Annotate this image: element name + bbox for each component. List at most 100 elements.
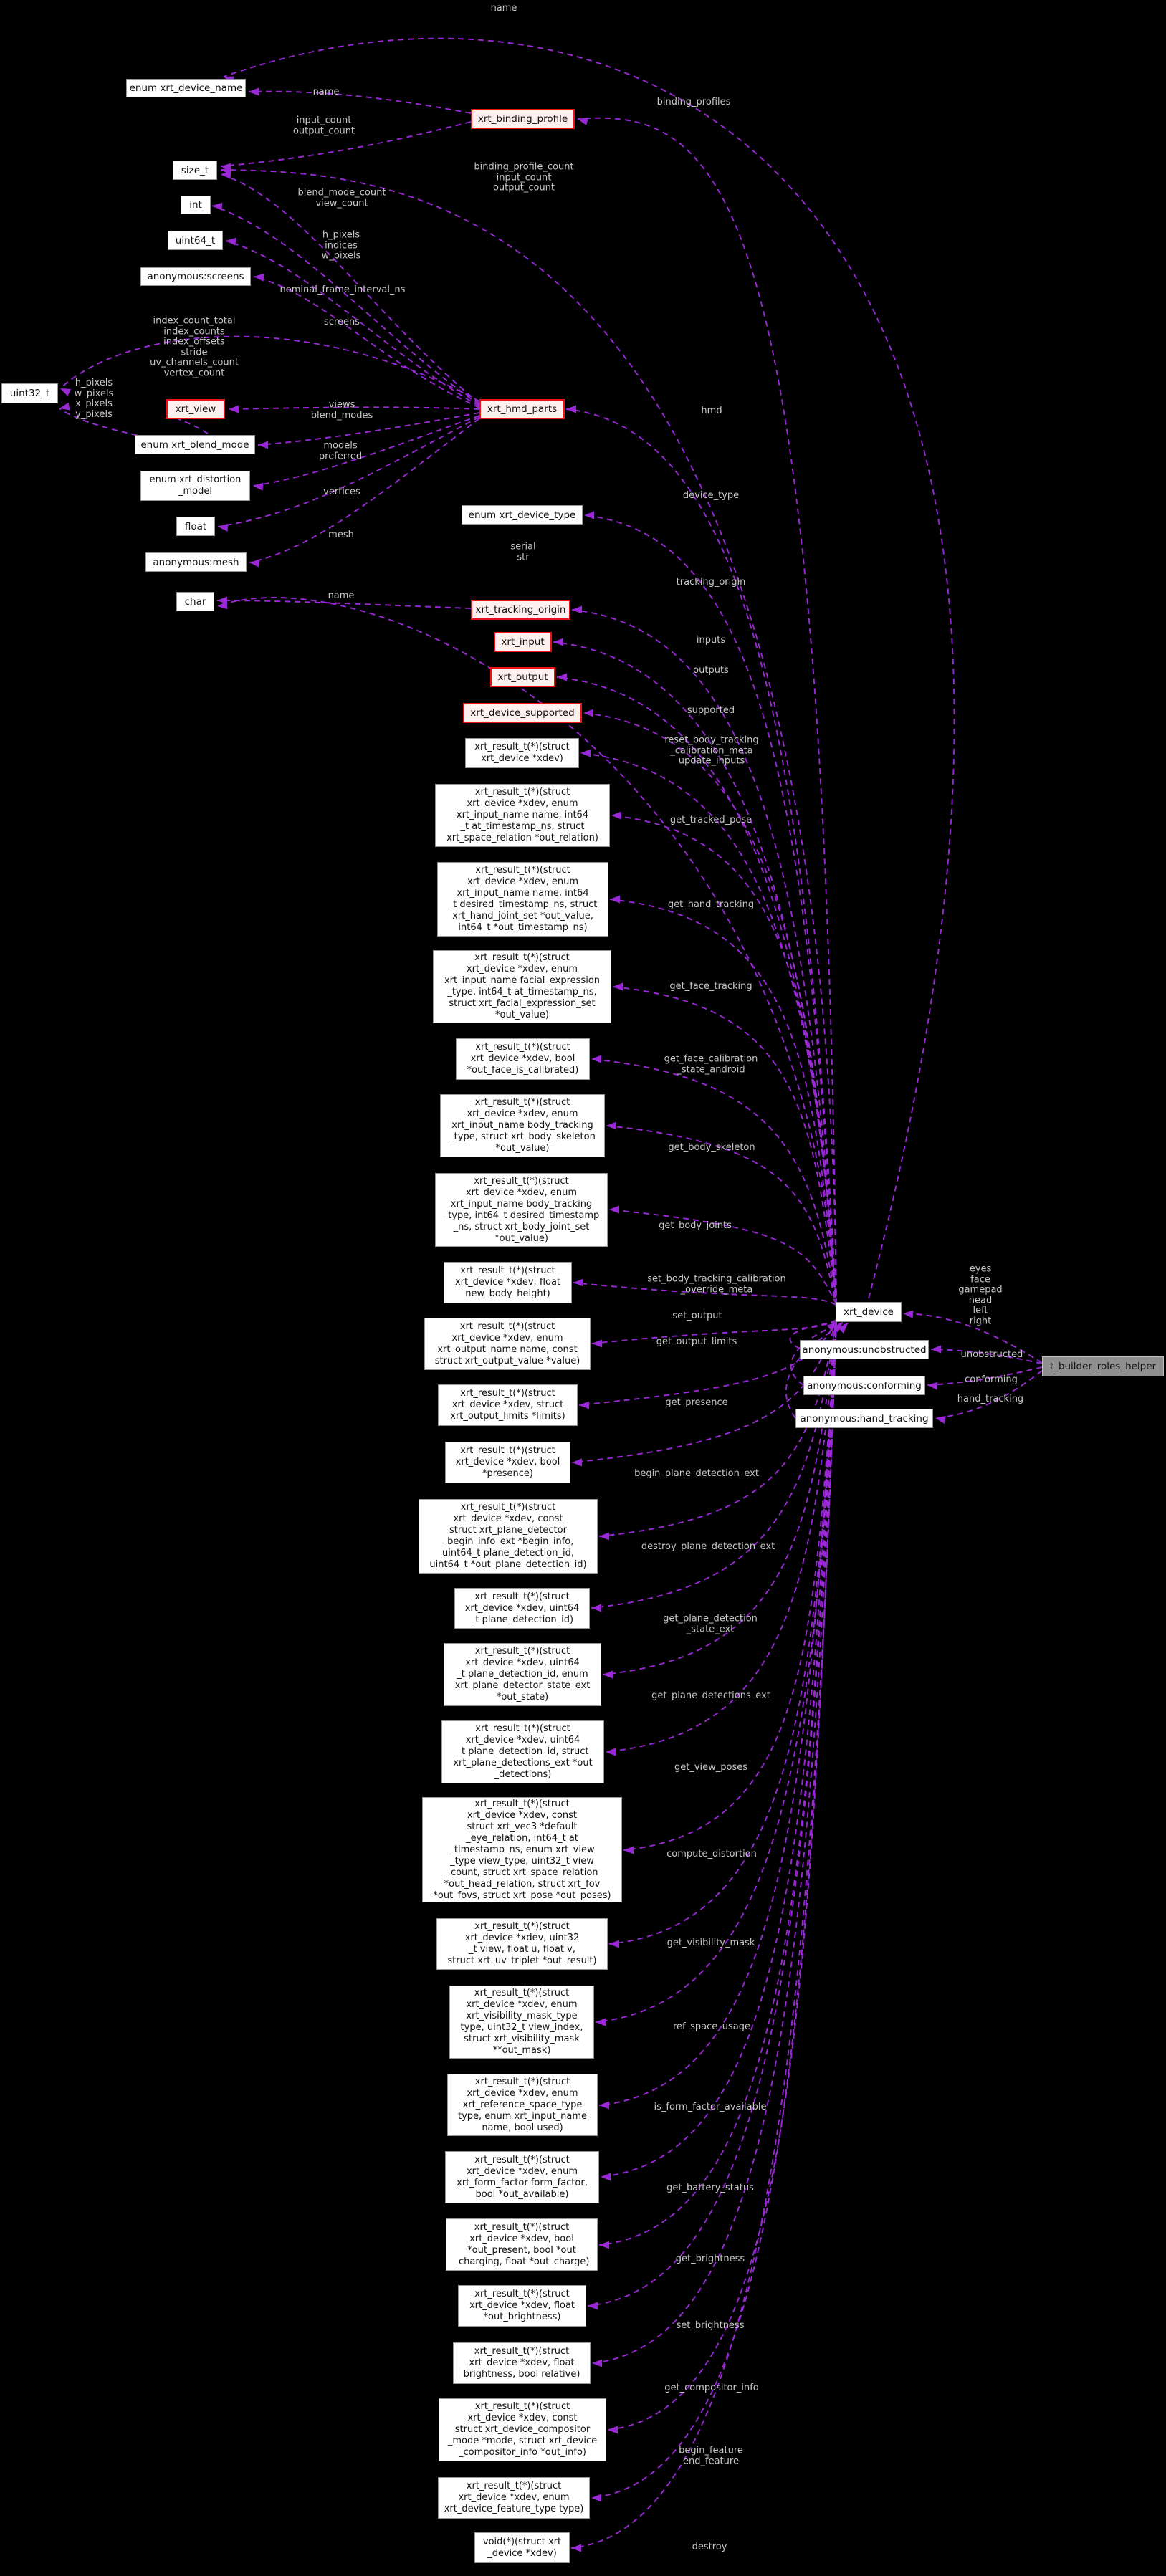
node-xrt_tracking_origin[interactable]: xrt_tracking_origin (471, 600, 570, 620)
node-xrt_binding_profile[interactable]: xrt_binding_profile (471, 109, 575, 129)
edge-arrowhead (583, 709, 593, 717)
node-anonymous_conforming[interactable]: anonymous:conforming (803, 1376, 925, 1395)
node-fn_get_visibility_mask[interactable]: xrt_result_t(*)(struct xrt_device *xdev,… (449, 1986, 594, 2059)
node-uint64_t[interactable]: uint64_t (168, 231, 223, 250)
edge-arrowhead (609, 1205, 619, 1214)
edge-label-blend_view_count: blend_mode_count view_count (297, 187, 386, 209)
node-anonymous_hand_tracking[interactable]: anonymous:hand_tracking (795, 1409, 933, 1428)
edge-label-screens: screens (324, 316, 360, 327)
node-fn_get_plane_detection_state[interactable]: xrt_result_t(*)(struct xrt_device *xdev,… (444, 1643, 601, 1706)
node-uint32_t[interactable]: uint32_t (1, 383, 58, 403)
edge-path (573, 1282, 837, 1306)
node-anonymous_unobstructed[interactable]: anonymous:unobstructed (800, 1340, 929, 1359)
node-fn_get_hand_tracking[interactable]: xrt_result_t(*)(struct xrt_device *xdev,… (437, 862, 608, 937)
node-fn_set_body_height[interactable]: xrt_result_t(*)(struct xrt_device *xdev,… (444, 1262, 572, 1303)
edge-label-tracking_origin: tracking_origin (676, 576, 746, 588)
node-char[interactable]: char (176, 592, 214, 611)
edge-label-get_compositor: get_compositor_info (664, 2382, 759, 2393)
edge-path (216, 597, 837, 1308)
node-fn_begin_plane_detection[interactable]: xrt_result_t(*)(struct xrt_device *xdev,… (419, 1499, 598, 1574)
edge-arrowhead (218, 523, 229, 532)
edge-label-conforming: conforming (965, 1374, 1018, 1385)
edge-path (927, 1366, 1043, 1386)
edge-path (609, 899, 837, 1306)
node-fn_set_output[interactable]: xrt_result_t(*)(struct xrt_device *xdev,… (424, 1318, 591, 1370)
edge-arrowhead (903, 1310, 914, 1318)
node-fn_get_battery_status[interactable]: xrt_result_t(*)(struct xrt_device *xdev,… (446, 2218, 598, 2271)
node-t_builder_roles_helper[interactable]: t_builder_roles_helper (1042, 1356, 1164, 1376)
edge-label-get_body_joints: get_body_joints (659, 1220, 732, 1231)
node-fn_get_compositor_info[interactable]: xrt_result_t(*)(struct xrt_device *xdev,… (439, 2398, 606, 2461)
node-fn_destroy_plane_detection[interactable]: xrt_result_t(*)(struct xrt_device *xdev,… (454, 1588, 590, 1629)
edge-arrowhead (571, 2544, 581, 2552)
edge-arrowhead (258, 441, 268, 449)
node-enum_xrt_device_type[interactable]: enum xrt_device_type (462, 505, 583, 525)
node-xrt_hmd_parts[interactable]: xrt_hmd_parts (479, 399, 565, 419)
node-fn_get_presence[interactable]: xrt_result_t(*)(struct xrt_device *xdev,… (445, 1442, 570, 1483)
edge-label-is_form_factor: is_form_factor_available (654, 2101, 767, 2112)
edge-path (556, 676, 837, 1308)
node-fn_begin_feature[interactable]: xrt_result_t(*)(struct xrt_device *xdev,… (438, 2477, 590, 2519)
edge-path (223, 37, 955, 1299)
edge-arrowhead (603, 1670, 613, 1679)
node-fn_get_brightness[interactable]: xrt_result_t(*)(struct xrt_device *xdev,… (458, 2285, 586, 2327)
edge-path (591, 1318, 837, 2499)
edge-path (602, 1318, 837, 1675)
node-xrt_device[interactable]: xrt_device (836, 1302, 902, 1322)
edge-arrowhead (611, 811, 621, 820)
edge-path (565, 408, 837, 1305)
edge-label-get_hand_tracking: get_hand_tracking (667, 899, 755, 910)
edge-arrowhead (606, 1748, 616, 1756)
node-fn_get_view_poses[interactable]: xrt_result_t(*)(struct xrt_device *xdev,… (422, 1797, 622, 1902)
edge-path (591, 1058, 837, 1308)
edge-arrowhead (584, 511, 594, 519)
edge-path (587, 1320, 837, 2307)
edge-arrowhead (557, 673, 567, 681)
node-enum_xrt_distortion_model[interactable]: enum xrt_distortion _model (140, 471, 250, 501)
node-int[interactable]: int (181, 196, 211, 214)
node-anonymous_mesh[interactable]: anonymous:mesh (145, 552, 247, 572)
node-fn_get_body_skeleton[interactable]: xrt_result_t(*)(struct xrt_device *xdev,… (440, 1094, 605, 1157)
node-fn_is_form_factor[interactable]: xrt_result_t(*)(struct xrt_device *xdev,… (445, 2151, 599, 2203)
node-fn_get_body_joints[interactable]: xrt_result_t(*)(struct xrt_device *xdev,… (435, 1173, 608, 1247)
edge-path (220, 121, 472, 167)
node-fn_destroy[interactable]: void(*)(struct xrt _device *xdev) (474, 2532, 570, 2563)
edge-path (578, 1320, 837, 1406)
node-fn_get_face_tracking[interactable]: xrt_result_t(*)(struct xrt_device *xdev,… (433, 950, 611, 1023)
edge-label-get_plane_state: get_plane_detection _state_ext (663, 1613, 758, 1634)
node-xrt_device_supported[interactable]: xrt_device_supported (463, 703, 582, 723)
node-enum_xrt_device_name[interactable]: enum xrt_device_name (126, 79, 246, 97)
edge-arrowhead (249, 559, 260, 568)
edge-label-serial_str: serial str (510, 541, 536, 562)
node-fn_get_plane_detections[interactable]: xrt_result_t(*)(struct xrt_device *xdev,… (441, 1720, 604, 1783)
node-fn_get_face_calibration[interactable]: xrt_result_t(*)(struct xrt_device *xdev,… (456, 1038, 590, 1080)
edge-label-bpc: binding_profile_count input_count output… (474, 161, 574, 193)
node-enum_xrt_blend_mode[interactable]: enum xrt_blend_mode (135, 435, 255, 454)
node-fn_update_inputs[interactable]: xrt_result_t(*)(struct xrt_device *xdev) (465, 738, 579, 768)
edge-arrowhead (253, 482, 264, 491)
node-fn_ref_space_usage[interactable]: xrt_result_t(*)(struct xrt_device *xdev,… (447, 2074, 598, 2136)
edge-path (608, 1321, 837, 1945)
edge-path (248, 90, 472, 114)
edge-arrowhead (591, 2494, 601, 2502)
node-fn_compute_distortion[interactable]: xrt_result_t(*)(struct xrt_device *xdev,… (436, 1918, 608, 1970)
edge-path (608, 1209, 837, 1305)
edge-arrowhead (838, 1323, 848, 1334)
edge-label-get_face_calibration: get_face_calibration _state_android (664, 1053, 758, 1075)
node-xrt_input[interactable]: xrt_input (494, 632, 552, 652)
node-anonymous_screens[interactable]: anonymous:screens (140, 267, 251, 286)
node-float[interactable]: float (176, 517, 215, 536)
node-fn_get_tracked_pose[interactable]: xrt_result_t(*)(struct xrt_device *xdev,… (435, 784, 610, 847)
edge-path (583, 712, 837, 1308)
node-xrt_view[interactable]: xrt_view (166, 399, 225, 419)
edge-label-mesh: mesh (328, 529, 354, 540)
node-fn_set_brightness[interactable]: xrt_result_t(*)(struct xrt_device *xdev,… (453, 2342, 591, 2384)
node-fn_get_output_limits[interactable]: xrt_result_t(*)(struct xrt_device *xdev,… (438, 1384, 578, 1426)
edge-arrowhead (249, 87, 259, 96)
edge-label-get_output_limits: get_output_limits (656, 1336, 737, 1347)
edge-path (59, 408, 213, 444)
node-size_t[interactable]: size_t (173, 161, 217, 180)
edge-arrowhead (599, 2101, 609, 2110)
node-xrt_output[interactable]: xrt_output (490, 667, 555, 687)
